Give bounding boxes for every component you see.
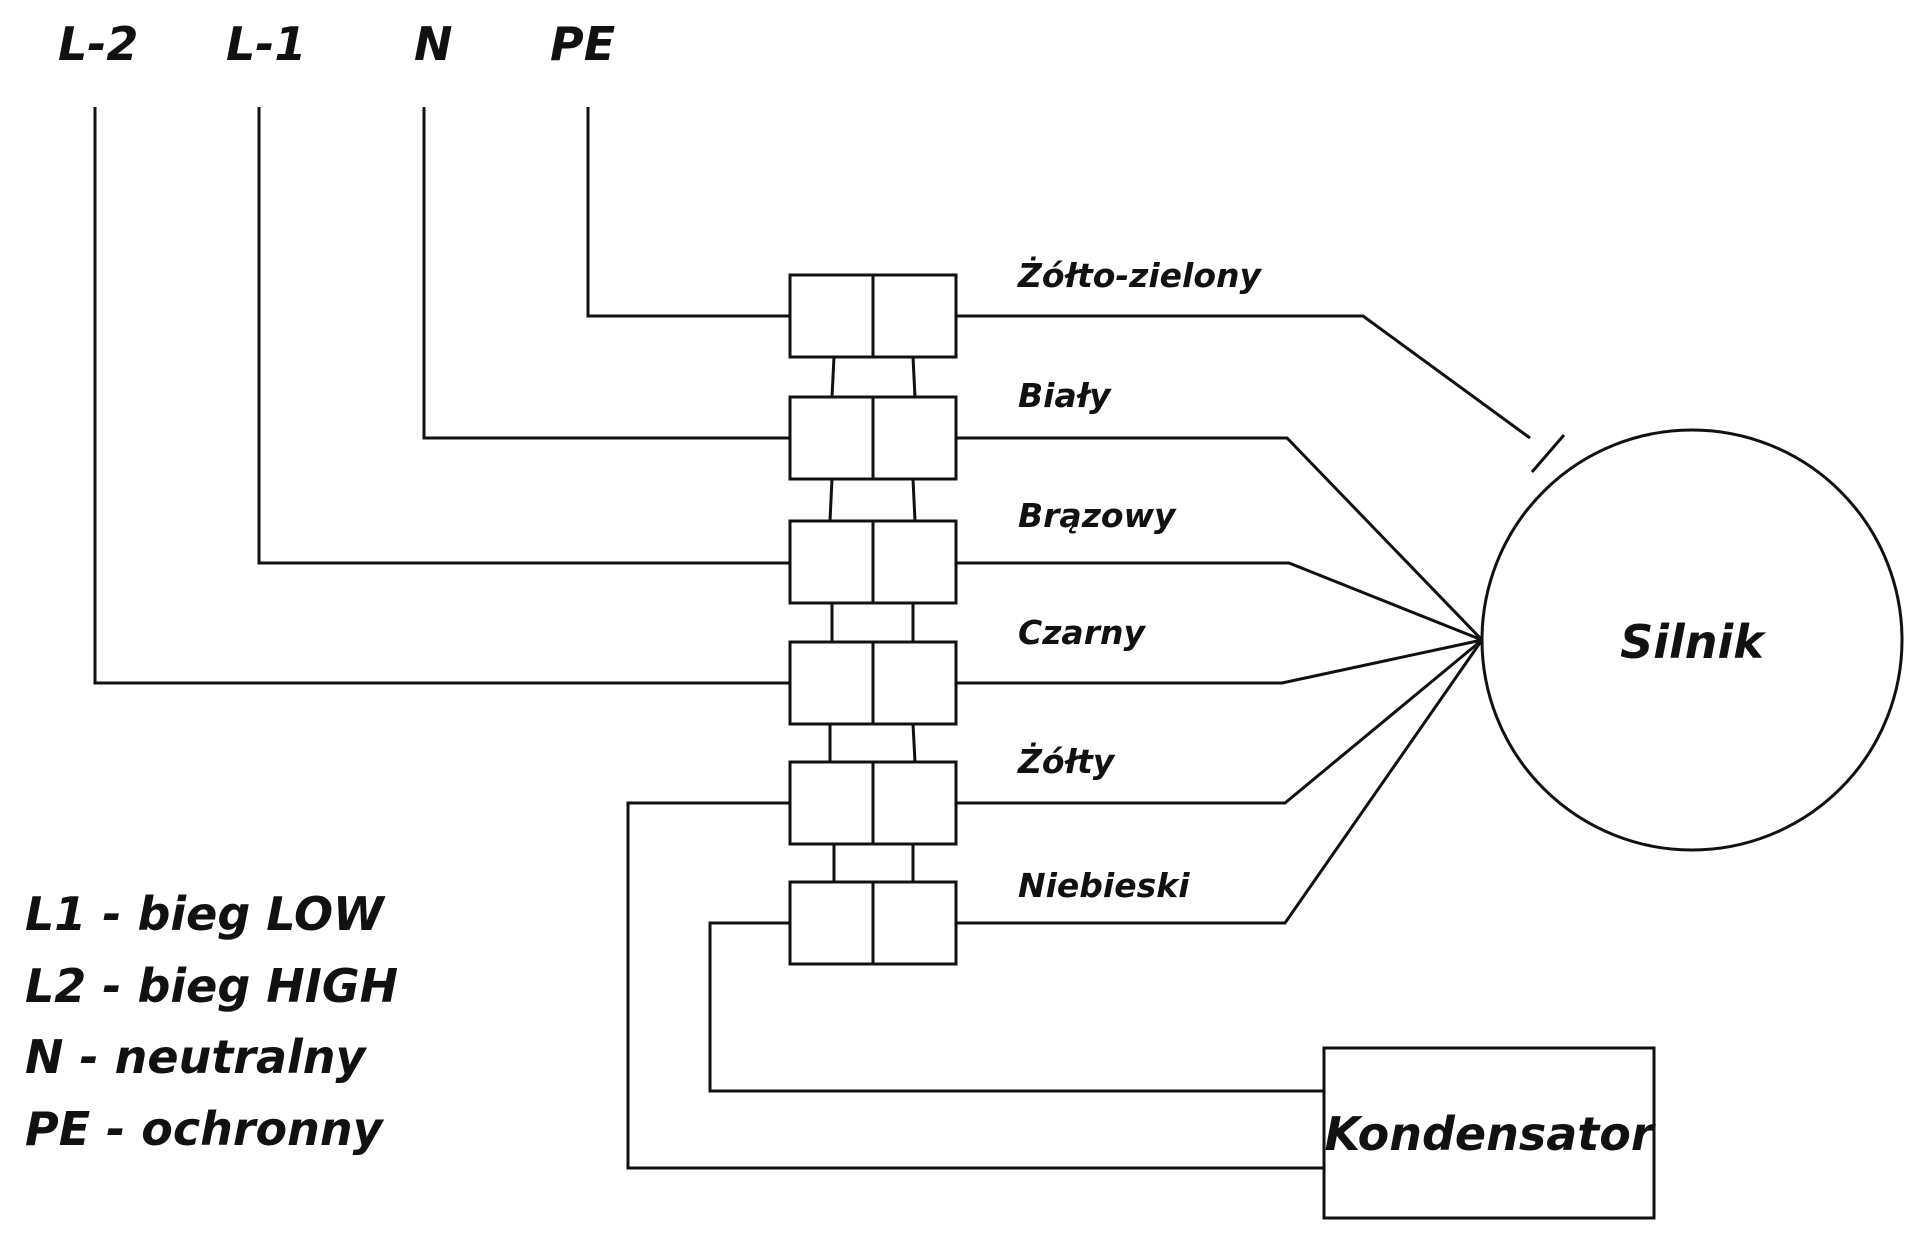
legend: L1 - bieg LOW L2 - bieg HIGH N - neutral… (25, 887, 398, 1156)
lead-yellow-green (956, 314, 1531, 440)
motor-label: Silnik (1620, 615, 1766, 669)
motor-circle (1480, 428, 1904, 852)
wire-label-brown: Brązowy (1018, 496, 1177, 535)
supply-label-l1: L-1 (226, 17, 306, 71)
terminal-link (828, 478, 834, 522)
lead-blue (956, 639, 1484, 925)
wire-label-black: Czarny (1018, 613, 1146, 652)
terminal-link (911, 478, 917, 522)
supply-label-n: N (414, 17, 453, 71)
legend-line-pe: PE - ochronny (25, 1102, 385, 1156)
capacitor-label: Kondensator (1324, 1107, 1656, 1161)
terminal-link (911, 356, 917, 398)
supply-label-pe: PE (550, 17, 615, 71)
wire-label-yellow-green: Żółto-zielony (1017, 255, 1262, 295)
wire-label-yellow: Żółty (1017, 741, 1116, 781)
capacitor-wire-blue (708, 921, 1324, 1093)
capacitor-wire-yellow (626, 801, 1324, 1170)
wire-n-supply (422, 107, 790, 440)
capacitor-box (1322, 1046, 1656, 1220)
lead-brown (956, 561, 1483, 642)
wire-label-blue: Niebieski (1018, 866, 1190, 905)
ground-mark (1530, 434, 1566, 473)
wire-l1-supply (257, 107, 790, 565)
terminal-link (830, 356, 836, 398)
lead-yellow (956, 638, 1483, 805)
legend-line-n: N - neutralny (25, 1030, 368, 1084)
legend-line-l2: L2 - bieg HIGH (25, 959, 398, 1013)
terminal-link (911, 723, 917, 763)
lead-white (956, 436, 1484, 642)
wire-l2-supply (93, 107, 790, 685)
legend-line-l1: L1 - bieg LOW (25, 887, 386, 941)
wire-label-white: Biały (1018, 376, 1112, 415)
wire-pe-supply (586, 107, 790, 318)
supply-label-l2: L-2 (58, 17, 138, 71)
terminal-block (788, 273, 958, 966)
lead-black (956, 638, 1483, 685)
